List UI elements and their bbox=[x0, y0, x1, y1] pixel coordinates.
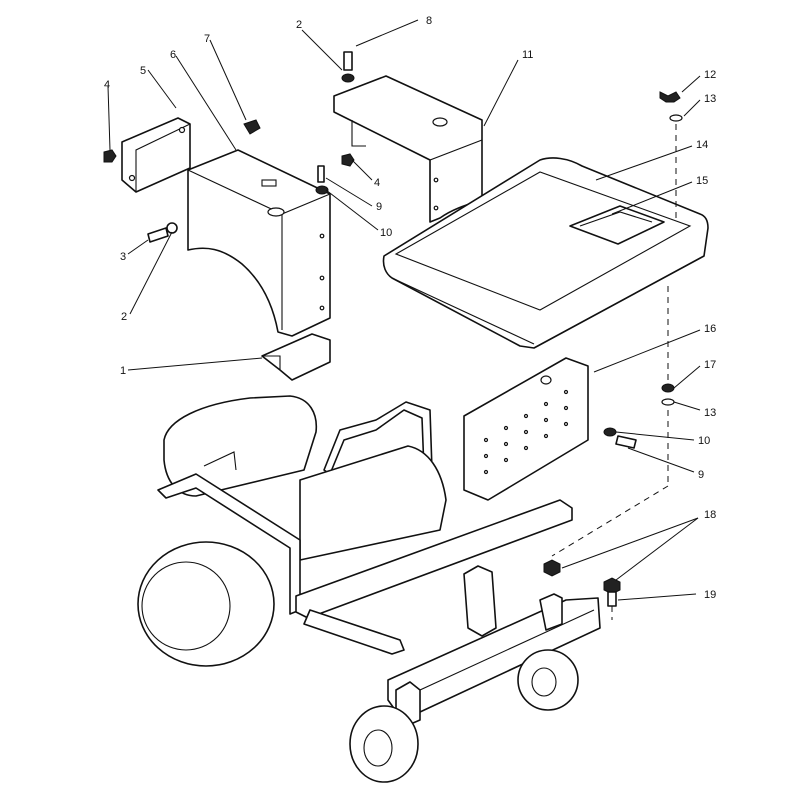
part-15-label bbox=[569, 205, 665, 245]
part-4-nut-right bbox=[341, 153, 355, 167]
part-1-bracket bbox=[261, 333, 331, 381]
callout-9-mid: 9 bbox=[376, 201, 382, 213]
part-9-bolt-mid bbox=[315, 165, 329, 195]
callout-15: 15 bbox=[696, 175, 708, 187]
callout-1: 1 bbox=[120, 365, 126, 377]
callout-2-left: 2 bbox=[121, 311, 127, 323]
callout-4-mid: 4 bbox=[374, 177, 380, 189]
callout-9-right: 9 bbox=[698, 469, 704, 481]
callout-12: 12 bbox=[704, 69, 716, 81]
part-12-wing-nut bbox=[659, 91, 683, 122]
callout-8: 8 bbox=[426, 15, 432, 27]
callout-19: 19 bbox=[704, 589, 716, 601]
part-4-nut-left bbox=[103, 149, 117, 163]
plate-hole-grid bbox=[483, 375, 569, 475]
part-14-seat bbox=[382, 157, 709, 349]
callout-17: 17 bbox=[704, 359, 716, 371]
part-16-plate bbox=[463, 357, 589, 501]
callout-6: 6 bbox=[170, 49, 176, 61]
callout-7: 7 bbox=[204, 33, 210, 45]
callout-18: 18 bbox=[704, 509, 716, 521]
part-17-nut bbox=[661, 383, 675, 406]
callout-4-left: 4 bbox=[104, 79, 110, 91]
leader-lines bbox=[107, 19, 701, 601]
part-3-bolt bbox=[147, 222, 178, 243]
part-19-bolt bbox=[607, 591, 617, 607]
callout-5: 5 bbox=[140, 65, 146, 77]
assembly-lines bbox=[551, 124, 677, 620]
callout-11: 11 bbox=[522, 49, 533, 61]
part-5-bracket bbox=[121, 117, 191, 193]
part-10-washer bbox=[603, 427, 637, 449]
part-7-clip bbox=[243, 119, 261, 135]
callout-3: 3 bbox=[120, 251, 126, 263]
callouts: 1 2 3 4 5 6 7 2 8 11 4 9 10 12 13 14 15 … bbox=[104, 15, 716, 601]
callout-10-right: 10 bbox=[698, 435, 710, 447]
part-11-fender-right bbox=[333, 75, 483, 223]
callout-13-top: 13 bbox=[704, 93, 716, 105]
part-18-nuts bbox=[543, 559, 621, 595]
part-8-bolt-top bbox=[341, 51, 355, 83]
callout-13-right: 13 bbox=[704, 407, 716, 419]
part-6-fender-left bbox=[187, 149, 331, 337]
callout-2-top: 2 bbox=[296, 19, 302, 31]
mower-chassis bbox=[137, 395, 601, 783]
callout-16: 16 bbox=[704, 323, 716, 335]
callout-14: 14 bbox=[696, 139, 708, 151]
callout-10-mid: 10 bbox=[380, 227, 392, 239]
